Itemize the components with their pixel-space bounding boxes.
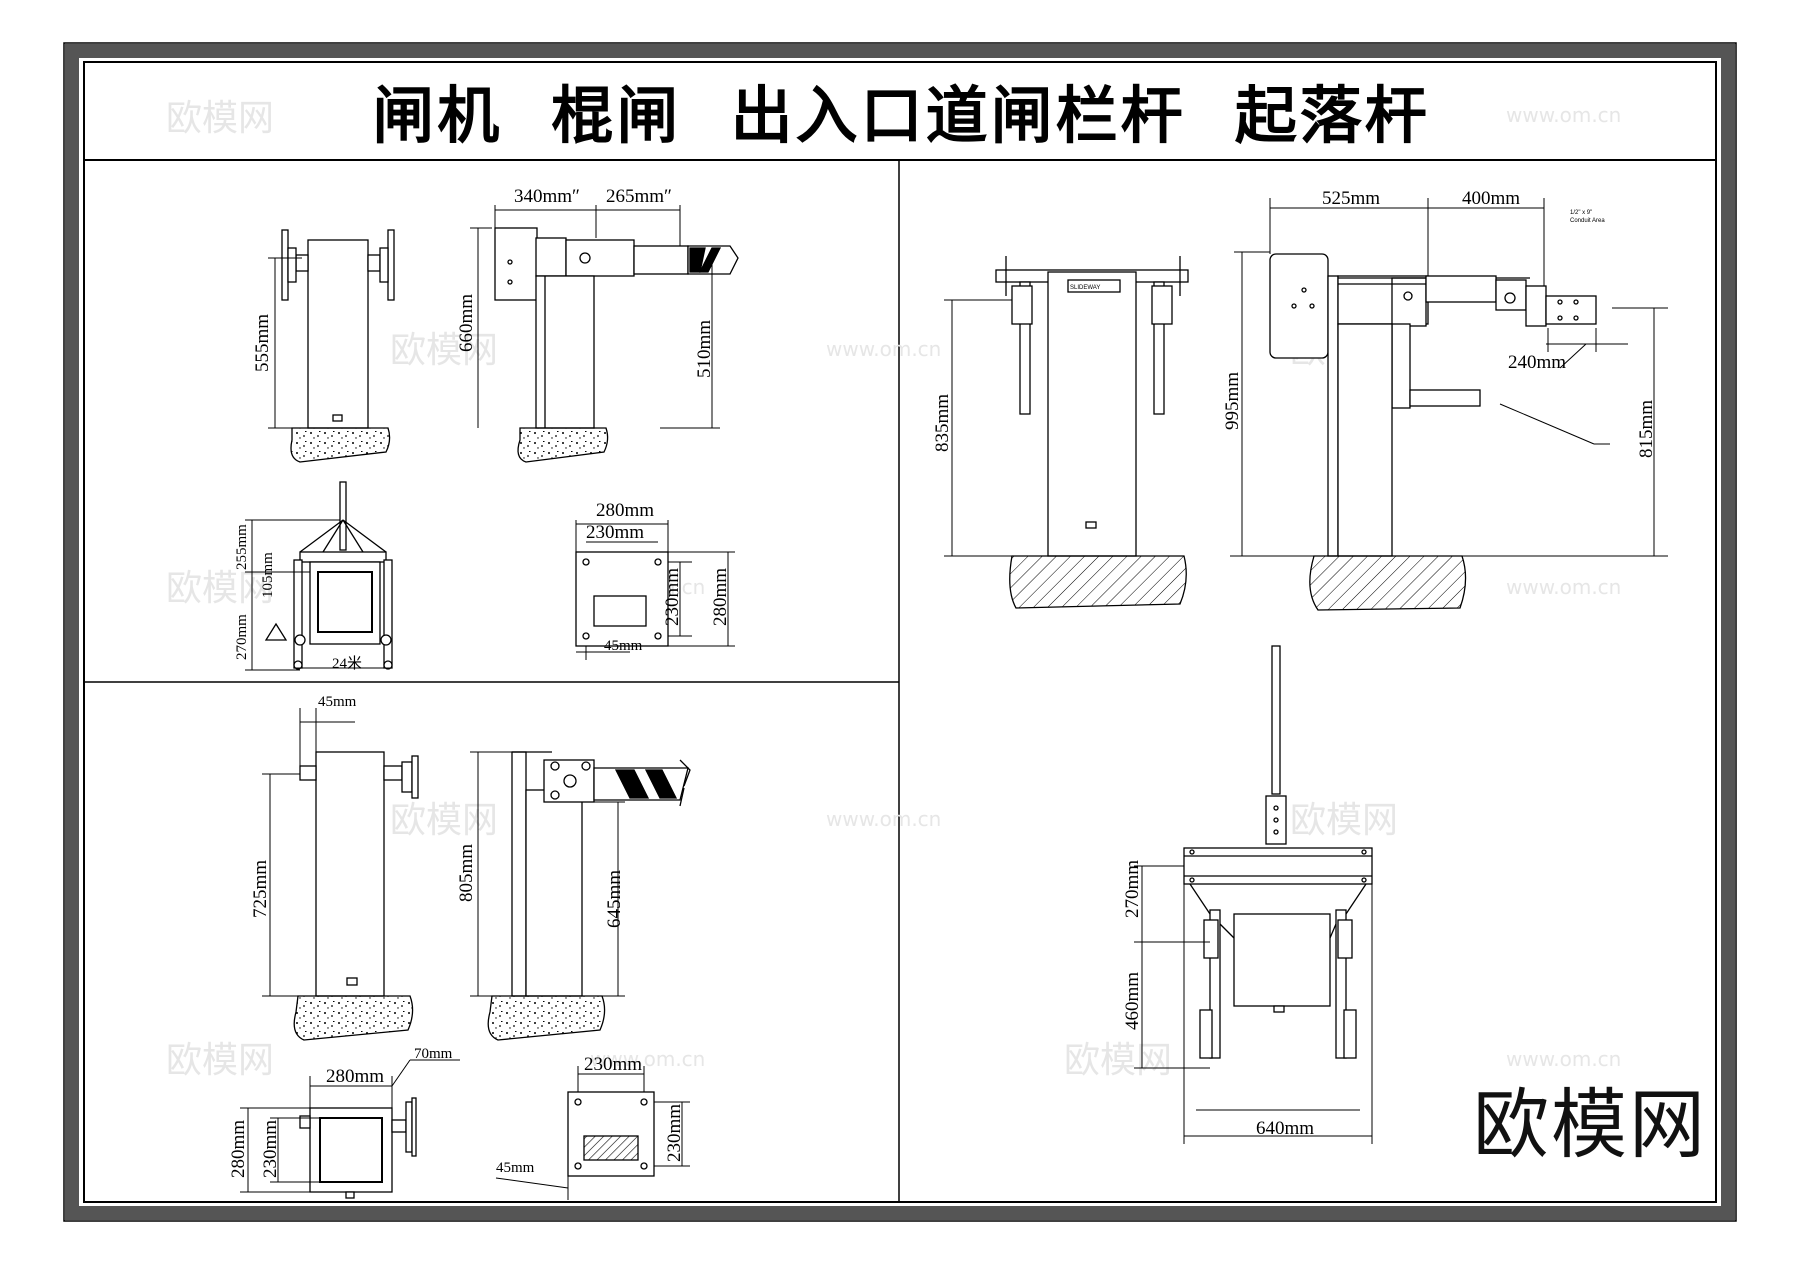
watermark: 欧模网 xyxy=(166,98,274,139)
watermark: www.om.cn xyxy=(1506,1047,1621,1071)
dim-top-h-c: 270mm xyxy=(234,614,250,660)
dim-top-width: 24米 xyxy=(332,655,362,672)
dim-top-height-a: 270mm xyxy=(1122,860,1143,918)
bottom-left-front-view xyxy=(262,708,419,1041)
dim-base-offset: 45mm xyxy=(604,638,643,654)
dim-top-h-a: 255mm xyxy=(234,524,250,570)
watermark: www.om.cn xyxy=(826,337,941,361)
dim-side-height-a: 660mm xyxy=(456,294,477,352)
dim-side-height-b: 645mm xyxy=(604,870,625,928)
top-left-top-view xyxy=(245,481,393,671)
brand-plate: SLIDEWAY xyxy=(1070,285,1100,291)
watermark: www.om.cn xyxy=(1506,103,1621,127)
right-top-view xyxy=(1134,645,1373,1144)
bottom-left-base-plan xyxy=(495,1066,690,1200)
top-left-front-view xyxy=(268,229,395,463)
watermark: 欧模网 xyxy=(390,330,498,371)
dim-front-height: 835mm xyxy=(932,394,953,452)
top-left-side-view xyxy=(470,205,739,463)
watermark: www.om.cn xyxy=(826,807,941,831)
dim-side-width-b: 400mm xyxy=(1462,188,1520,209)
top-left-base-plan xyxy=(575,520,735,660)
right-side-view xyxy=(1230,198,1668,611)
dim-front-height: 555mm xyxy=(252,314,273,372)
conduit-note-label: Conduit Area xyxy=(1570,218,1605,224)
right-front-view: SLIDEWAY xyxy=(944,256,1189,609)
watermark: 欧模网 xyxy=(1290,800,1398,841)
dim-side-width-b: 265mm″ xyxy=(606,186,672,207)
dim-side-width-a: 525mm xyxy=(1322,188,1380,209)
dim-offset-top: 45mm xyxy=(318,694,357,710)
dim-top-height-b: 460mm xyxy=(1122,972,1143,1030)
watermark: 欧模网 xyxy=(166,568,274,609)
bottom-left-top-view xyxy=(240,1059,460,1199)
conduit-note-size: 1/2" x 9" xyxy=(1570,210,1592,216)
dim-base-width-a: 280mm xyxy=(596,500,654,521)
watermark: 欧模网 xyxy=(166,1040,274,1081)
dim-side-height-a: 995mm xyxy=(1222,372,1243,430)
dim-top-h-b: 105mm xyxy=(260,552,276,598)
dim-base-offset: 45mm xyxy=(496,1160,535,1176)
dim-top-height-a: 280mm xyxy=(228,1120,249,1178)
dim-top-width-a: 280mm xyxy=(326,1066,384,1087)
dim-top-height-b: 230mm xyxy=(260,1120,281,1178)
dim-arm-width: 240mm xyxy=(1508,352,1566,373)
dim-side-height-b: 510mm xyxy=(694,320,715,378)
dim-front-height: 725mm xyxy=(250,860,271,918)
dim-base-height: 230mm xyxy=(664,1104,685,1162)
brand-logo: 欧模网 xyxy=(1473,1080,1707,1169)
watermark: 欧模网 xyxy=(390,800,498,841)
dim-side-width-a: 340mm″ xyxy=(514,186,580,207)
watermark: 欧模网 xyxy=(1064,1040,1172,1081)
dim-base-width: 230mm xyxy=(584,1054,642,1075)
bottom-left-side-view xyxy=(470,751,691,1041)
page-title: 闸机 棍闸 出入口道闸栏杆 起落杆 xyxy=(372,79,1430,152)
dim-base-width-b: 230mm xyxy=(586,522,644,543)
dim-base-height-b: 280mm xyxy=(710,568,731,626)
dim-side-height-b: 815mm xyxy=(1636,400,1657,458)
dim-base-height-a: 230mm xyxy=(662,568,683,626)
dim-top-width: 640mm xyxy=(1256,1118,1314,1139)
dim-side-height-a: 805mm xyxy=(456,844,477,902)
watermark: www.om.cn xyxy=(1506,575,1621,599)
dim-top-width-b: 70mm xyxy=(414,1046,453,1062)
watermark: www.om.cn xyxy=(590,1047,705,1071)
